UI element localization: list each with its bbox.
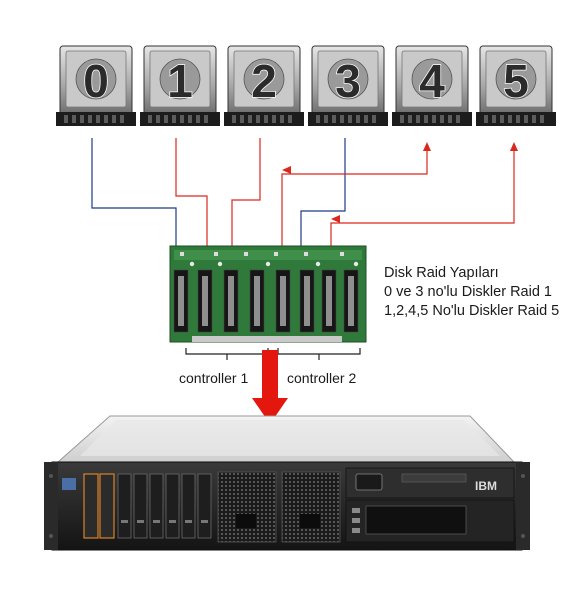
disk-number: 0 bbox=[83, 55, 109, 107]
disk-2: 2 bbox=[224, 45, 304, 126]
link-disk-4 bbox=[281, 150, 428, 262]
brand-logo: IBM bbox=[475, 479, 497, 493]
disk-number: 5 bbox=[503, 55, 529, 107]
rack-server: IBM bbox=[44, 415, 530, 551]
disk-number: 3 bbox=[335, 55, 361, 107]
disk-5: 5 bbox=[476, 45, 556, 126]
disk-4: 4 bbox=[392, 45, 472, 126]
notes-raid1: 0 ve 3 no'lu Diskler Raid 1 bbox=[384, 284, 552, 300]
disk-3: 3 bbox=[308, 45, 388, 126]
link-disk-1 bbox=[175, 138, 208, 262]
notes-title: Disk Raid Yapıları bbox=[384, 265, 499, 281]
disk-1: 1 bbox=[140, 45, 220, 126]
notes-raid5: 1,2,4,5 No'lu Diskler Raid 5 bbox=[384, 303, 560, 319]
disk-number: 2 bbox=[251, 55, 277, 107]
controller-1-label: controller 1 bbox=[179, 370, 249, 386]
raid-notes: Disk Raid Yapıları 0 ve 3 no'lu Diskler … bbox=[384, 264, 559, 321]
controller-2-label: controller 2 bbox=[287, 370, 357, 386]
link-disk-2 bbox=[231, 138, 261, 262]
backplane-board bbox=[169, 245, 367, 343]
link-disk-0 bbox=[91, 138, 177, 268]
link-disk-5 bbox=[330, 150, 515, 262]
down-arrow-icon bbox=[252, 350, 288, 424]
disk-number: 1 bbox=[167, 55, 193, 107]
disk-0: 0 bbox=[56, 45, 136, 126]
disk-number: 4 bbox=[419, 55, 445, 107]
